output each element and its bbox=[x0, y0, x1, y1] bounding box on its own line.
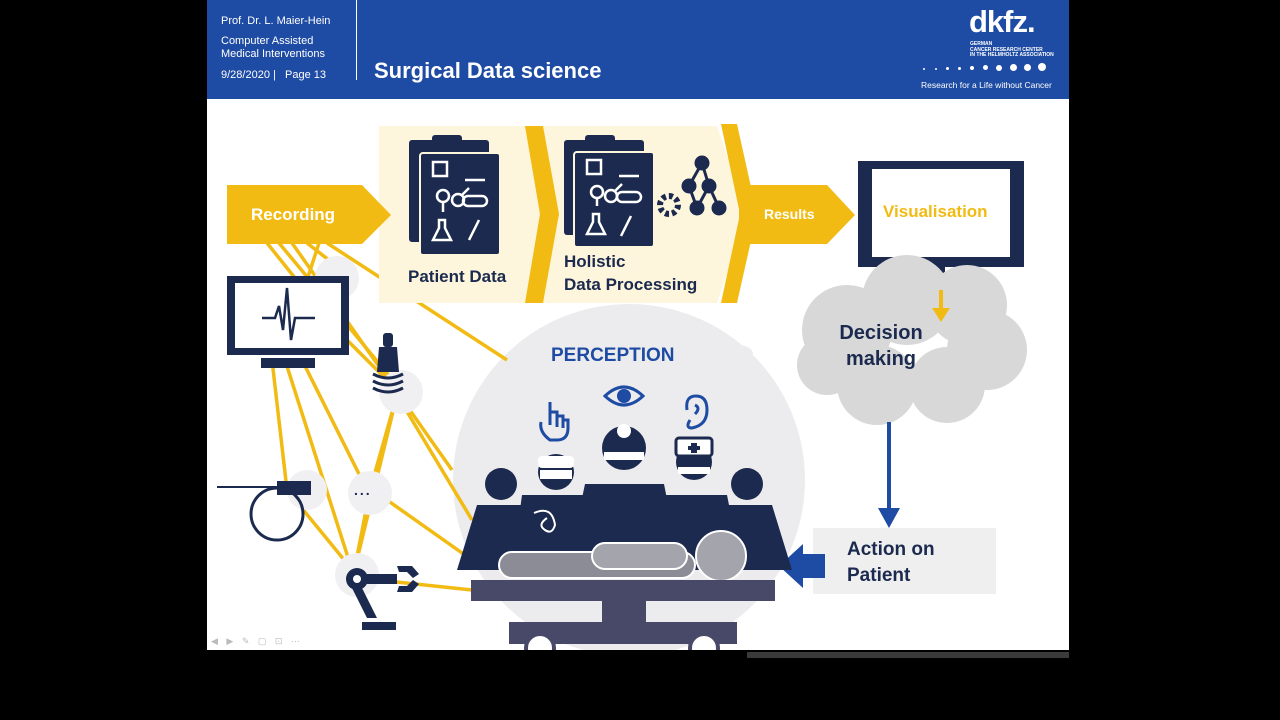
action-box bbox=[813, 528, 996, 594]
thought-bubble-large bbox=[723, 345, 753, 363]
department-line2: Medical Interventions bbox=[221, 48, 325, 60]
ellipsis-label: ... bbox=[354, 482, 372, 498]
operating-table-icon bbox=[471, 580, 775, 650]
perception-label: PERCEPTION bbox=[551, 345, 675, 366]
decision-line2: making bbox=[845, 348, 917, 370]
pointing-hand-icon bbox=[539, 402, 570, 442]
department-line1: Computer Assisted bbox=[221, 35, 314, 47]
workflow-diagram bbox=[217, 124, 1027, 650]
holistic-processing-label: Holistic Data Processing bbox=[564, 250, 697, 296]
surgical-team bbox=[457, 424, 792, 570]
patient-icon bbox=[498, 530, 747, 582]
network-icon bbox=[681, 155, 727, 216]
process-chevron-1 bbox=[525, 126, 559, 303]
author-name: Prof. Dr. L. Maier-Hein bbox=[221, 15, 331, 27]
decision-line1: Decision bbox=[839, 322, 923, 344]
assistant-head-right bbox=[731, 468, 763, 500]
header-divider bbox=[356, 0, 357, 80]
visualisation-label: Visualisation bbox=[883, 202, 988, 221]
ultrasound-probe-icon bbox=[372, 333, 404, 394]
endoscope-icon bbox=[217, 481, 311, 542]
gear-icon bbox=[657, 193, 681, 217]
results-arrow bbox=[739, 185, 855, 244]
recording-arrow bbox=[227, 185, 391, 244]
patient-data-label: Patient Data bbox=[408, 267, 507, 286]
page-title: Surgical Data science bbox=[374, 58, 602, 83]
decision-making-label: Decision making bbox=[821, 320, 941, 372]
action-line1: Action on bbox=[847, 539, 935, 560]
clipboard-icon bbox=[409, 135, 501, 256]
slide-date: 9/28/2020 | bbox=[221, 69, 276, 81]
eye-icon bbox=[602, 385, 646, 407]
action-line2: Patient bbox=[847, 565, 911, 586]
visualisation-down-arrow bbox=[932, 308, 950, 322]
logo-sub-line3: IN THE HELMHOLTZ ASSOCIATION bbox=[970, 52, 1054, 58]
assistant-head-left bbox=[485, 468, 517, 500]
logo-sub-line2: CANCER RESEARCH CENTER bbox=[970, 46, 1043, 53]
logo-tagline: Research for a Life without Cancer bbox=[921, 80, 1052, 90]
logo-subtitle: GERMAN CANCER RESEARCH CENTER IN THE HEL… bbox=[970, 41, 1054, 59]
slideshow-nav-controls[interactable]: ◀ ▶ ✎ ▢ ⊡ ⋯ bbox=[211, 636, 303, 646]
thought-bubble-small bbox=[678, 367, 698, 387]
clipboard-icon bbox=[564, 135, 655, 248]
ellipsis-node bbox=[348, 471, 392, 515]
recording-label: Recording bbox=[251, 205, 336, 224]
robot-arm-icon bbox=[346, 566, 419, 630]
results-label: Results bbox=[764, 206, 815, 222]
page-number: Page 13 bbox=[285, 69, 326, 81]
ear-icon bbox=[685, 394, 709, 430]
holistic-line1: Holistic bbox=[564, 252, 626, 271]
dkfz-logo: dkfz. bbox=[969, 4, 1036, 39]
slide: Prof. Dr. L. Maier-Hein Computer Assiste… bbox=[207, 0, 1069, 650]
action-left-arrow bbox=[779, 544, 825, 588]
decision-cloud bbox=[797, 255, 1027, 425]
slide-header: Prof. Dr. L. Maier-Hein Computer Assiste… bbox=[207, 0, 1069, 99]
logo-sub-line1: GERMAN bbox=[970, 41, 993, 47]
ecg-monitor-icon bbox=[227, 276, 349, 368]
connection-node-2 bbox=[379, 370, 423, 414]
bottom-edge-strip bbox=[747, 652, 1069, 658]
holistic-line2: Data Processing bbox=[564, 275, 698, 294]
action-on-patient-label: Action on Patient bbox=[847, 537, 935, 589]
